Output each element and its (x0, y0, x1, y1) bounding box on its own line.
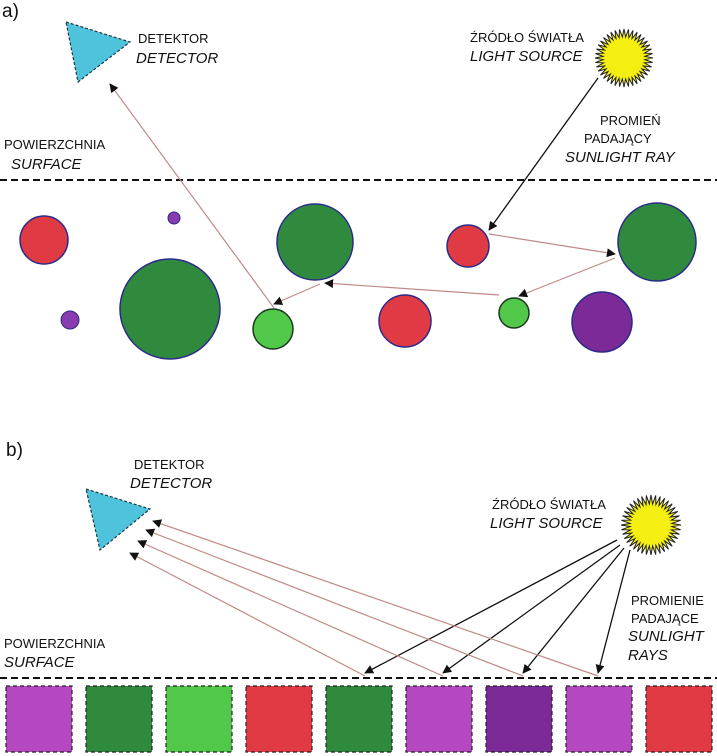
detector-a-icon (65, 21, 132, 84)
panel-b-label: b) (6, 440, 23, 461)
ray-a-label-pl1: PROMIEŃ (600, 113, 661, 128)
surface-b-label-pl: POWIERZCHNIA (4, 636, 106, 651)
panel-a-label: a) (2, 1, 19, 22)
detector-b-label-en: DETECTOR (130, 475, 213, 492)
rays-b-label-pl2: PADAJĄCE (631, 611, 699, 626)
ray-a-label-en: SUNLIGHT RAY (565, 149, 675, 166)
surface-square-magenta (5, 685, 73, 753)
surface-square-red (245, 685, 313, 753)
particle-red (378, 294, 432, 348)
particle-red (19, 215, 69, 265)
rays-b-label-en1: SUNLIGHT (628, 628, 704, 645)
source-b-label-pl: ŹRÓDŁO ŚWIATŁA (492, 497, 606, 512)
surface-square-light-green (165, 685, 233, 753)
ray-a-label-pl2: PADAJĄCY (584, 131, 652, 146)
reflected-ray-b (145, 528, 524, 677)
incident-rays-b (364, 539, 631, 674)
sun-a-icon (594, 28, 654, 88)
particle-light-green (498, 297, 530, 329)
scattered-ray-a (273, 283, 321, 305)
rays-b-label-pl1: PROMIENIE (631, 593, 704, 608)
particle-dark-green-large (119, 258, 221, 360)
source-b-label-en: LIGHT SOURCE (490, 515, 603, 532)
particle-purple (571, 291, 633, 353)
particle-dark-green (276, 203, 354, 281)
particle-purple-small (60, 310, 80, 330)
surface-square-dark-green (325, 685, 393, 753)
surface-squares-b (5, 685, 713, 753)
surface-a-label-en: SURFACE (11, 156, 82, 173)
surface-square-magenta (565, 685, 633, 753)
surface-square-red (645, 685, 713, 753)
surface-square-magenta (405, 685, 473, 753)
source-a-label-en: LIGHT SOURCE (470, 48, 583, 65)
incident-ray-b (522, 547, 625, 674)
detector-a-label-pl: DETEKTOR (138, 31, 209, 46)
reflected-ray-b (137, 540, 444, 677)
reflected-rays-b (129, 519, 599, 677)
incident-ray-b (364, 539, 618, 674)
reflected-ray-b (152, 519, 599, 677)
source-a-label-pl: ŹRÓDŁO ŚWIATŁA (470, 30, 584, 45)
reflected-ray-a (109, 83, 275, 309)
incident-ray-b (442, 544, 621, 674)
ray-path-a (109, 77, 616, 309)
particles-a (19, 202, 697, 360)
incident-ray-b (595, 549, 631, 674)
particle-dark-green (617, 202, 697, 282)
sun-core-icon (633, 507, 669, 543)
surface-square-purple (485, 685, 553, 753)
sun-b-icon (620, 494, 682, 556)
rays-b-label-en2: RAYS (628, 647, 668, 664)
incident-ray-a (488, 77, 599, 231)
scattered-ray-a (324, 279, 500, 296)
scattered-ray-a (488, 233, 616, 258)
detector-a-label-en: DETECTOR (136, 50, 219, 67)
detector-b-label-pl: DETEKTOR (134, 457, 205, 472)
particle-purple-small (167, 211, 181, 225)
sun-core-icon (606, 40, 642, 76)
particle-light-green (252, 308, 294, 350)
surface-a-label-pl: POWIERZCHNIA (4, 137, 106, 152)
reflected-ray-b (129, 552, 366, 677)
particle-red (446, 224, 490, 268)
detector-b-icon (85, 488, 152, 552)
surface-square-dark-green (85, 685, 153, 753)
scattered-ray-a (518, 257, 616, 298)
surface-b-label-en: SURFACE (4, 654, 75, 671)
